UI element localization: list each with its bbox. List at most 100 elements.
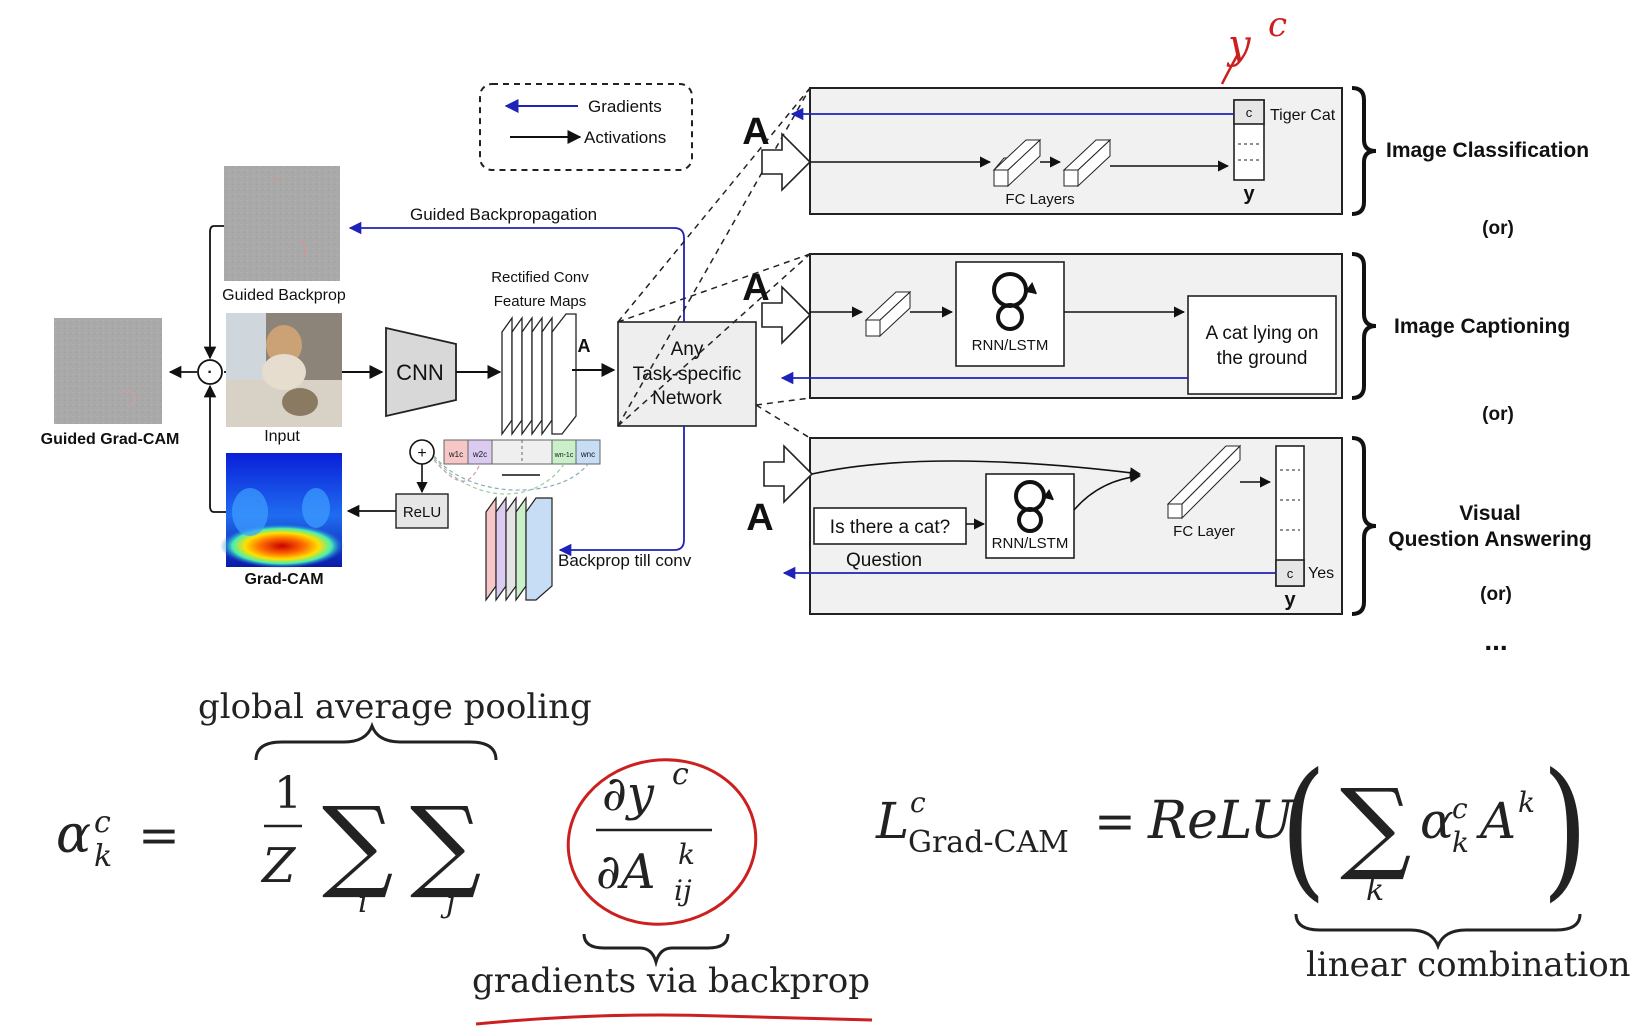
multiply-node	[197, 359, 223, 385]
guided-backprop-label: Guided Backprop	[222, 287, 346, 304]
partial-a-superscript-k: k	[678, 838, 695, 871]
backprop-till-conv-label: Backprop till conv	[558, 551, 692, 570]
one: 1	[274, 768, 302, 819]
relu-text: ReLU	[1147, 791, 1296, 851]
network-label-3: Network	[652, 388, 722, 409]
panel-captioning: A RNN/LSTM A cat lying on the ground Ima…	[742, 252, 1570, 400]
fc-layers	[992, 138, 1112, 188]
partial-a-subscript-ij: ij	[674, 874, 692, 907]
or-label-1: (or)	[1482, 218, 1514, 239]
output-vector-vqa	[1275, 445, 1305, 587]
left-pipeline: Guided Backprop Input Grad-CAM Guided Gr…	[41, 87, 811, 602]
c-label-vqa: c	[1287, 566, 1294, 581]
rnn-box-vqa	[985, 473, 1075, 559]
rectified-label-1: Rectified Conv	[491, 269, 589, 286]
l-symbol: L	[875, 792, 909, 850]
task-network-box	[617, 321, 757, 427]
or-label-2: (or)	[1482, 404, 1514, 425]
sum-j: ∑	[410, 785, 481, 902]
answer-label: Yes	[1308, 565, 1334, 582]
z-symbol: Z	[260, 838, 297, 894]
alpha-superscript-c: c	[94, 805, 111, 840]
panel-vqa: A Is there a cat? Question RNN/LSTM FC L…	[746, 436, 1592, 616]
caption-line-1: A cat lying on	[1205, 323, 1318, 344]
right-paren: )	[1542, 742, 1589, 916]
rnn-label-captioning: RNN/LSTM	[972, 337, 1049, 354]
left-paren: (	[1280, 742, 1327, 916]
guided-backprop-path-label: Guided Backpropagation	[410, 205, 597, 224]
ellipsis: ...	[1484, 625, 1507, 656]
weight-2: w2c	[472, 450, 487, 459]
equals-1: =	[138, 806, 180, 864]
weight-1: w1c	[448, 450, 463, 459]
weight-bar: + w1c w2c wn-1c wnc	[409, 439, 601, 495]
guided-gradcam-label: Guided Grad-CAM	[41, 431, 180, 448]
partial-y-superscript-c: c	[672, 757, 689, 792]
index-k: k	[1366, 873, 1384, 908]
relu-label: ReLU	[403, 504, 441, 521]
label-gradients-via-backprop: gradients via backprop	[472, 961, 870, 1001]
a-superscript-k: k	[1518, 786, 1535, 819]
title-vqa-2: Question Answering	[1388, 528, 1591, 551]
l-subscript-gradcam: Grad-CAM	[908, 825, 1069, 860]
output-vector-classification	[1233, 99, 1265, 181]
network-label-2: Task-specific	[633, 364, 742, 385]
equation-gradcam: L c Grad-CAM = ReLU ( ∑ k α c k A k ) li…	[875, 742, 1631, 985]
partial-y: ∂y	[602, 766, 655, 822]
rnn-label-vqa: RNN/LSTM	[992, 535, 1069, 552]
legend-activations: Activations	[584, 128, 666, 147]
or-label-3: (or)	[1480, 584, 1512, 605]
alpha-2-subscript-k: k	[1452, 826, 1469, 859]
annotation-c: c	[1268, 5, 1287, 45]
annotation-circle	[566, 758, 758, 926]
input-image	[226, 313, 342, 427]
y-label-vqa: y	[1284, 589, 1296, 611]
panel-classification: A FC Layers c Tiger Cat y Image Classifi…	[742, 86, 1589, 216]
c-label-classification: c	[1246, 105, 1253, 120]
relu-box	[395, 493, 449, 529]
title-vqa-1: Visual	[1459, 502, 1520, 525]
handwritten-annotations: y c	[475, 5, 1287, 1026]
alpha-subscript-k: k	[94, 839, 112, 874]
rectified-label-2: Feature Maps	[494, 293, 587, 310]
guided-backprop-image	[224, 166, 340, 281]
a-label-classification: A	[742, 111, 769, 153]
a-label-vqa: A	[746, 497, 773, 539]
label-global-average-pooling: global average pooling	[198, 687, 592, 727]
index-i: i	[358, 885, 368, 920]
equals-2: =	[1094, 792, 1136, 850]
annotation-underline	[475, 1013, 873, 1026]
guided-gradcam-image	[54, 318, 162, 424]
a-label-captioning: A	[742, 267, 769, 309]
partial-a: ∂A	[596, 844, 655, 900]
question-label: Question	[846, 550, 922, 571]
feature-maps	[501, 313, 577, 437]
legend-gradients: Gradients	[588, 97, 662, 116]
l-superscript-c: c	[910, 786, 926, 819]
fc-label-vqa: FC Layer	[1173, 523, 1235, 540]
question-text: Is there a cat?	[830, 517, 950, 538]
cnn-block	[385, 326, 457, 418]
gradcam-heatmap	[220, 453, 344, 568]
fc-layer-vqa	[1166, 444, 1242, 520]
multiply-symbol: ·	[207, 364, 212, 381]
caption-box	[1187, 295, 1337, 395]
alpha-symbol-2: α	[1420, 792, 1454, 850]
fc-layers-label: FC Layers	[1005, 191, 1074, 208]
input-label: Input	[264, 428, 300, 445]
sum-k: ∑	[1340, 767, 1411, 884]
rnn-box-captioning	[955, 261, 1065, 367]
caption-line-2: the ground	[1217, 348, 1308, 369]
network-label-1: Any	[671, 339, 704, 360]
cnn-label: CNN	[396, 360, 444, 385]
annotation-y: y	[1226, 22, 1252, 68]
title-classification: Image Classification	[1386, 139, 1589, 162]
label-linear-combination: linear combination	[1306, 945, 1631, 985]
y-label-classification: y	[1243, 183, 1255, 205]
equation-alpha: global average pooling α c k = 1 Z ∑ ∑ i…	[56, 687, 870, 1001]
gradient-maps	[485, 496, 553, 602]
alpha-2-superscript-c: c	[1452, 792, 1468, 825]
a-symbol: A	[1476, 792, 1516, 850]
weight-n: wnc	[580, 450, 595, 459]
